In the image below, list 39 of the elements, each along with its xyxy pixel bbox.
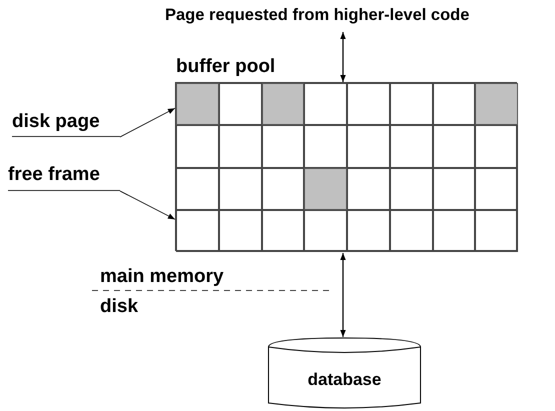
leader-line — [120, 108, 176, 138]
region-label: disk — [100, 296, 138, 318]
empty-frame — [304, 125, 347, 168]
empty-frame — [176, 125, 219, 168]
empty-frame — [432, 210, 476, 252]
occupied-frame — [475, 83, 518, 126]
occupied-frame — [262, 83, 304, 126]
empty-frame — [262, 210, 304, 252]
empty-frame — [218, 125, 262, 168]
empty-frame — [262, 125, 304, 168]
empty-frame — [432, 125, 476, 168]
empty-frame — [347, 83, 390, 126]
empty-frame — [176, 168, 219, 210]
empty-frame — [390, 210, 432, 252]
double-arrow — [340, 32, 346, 82]
region-label: main memory — [100, 266, 224, 288]
double-arrow — [340, 253, 346, 337]
occupied-frame — [304, 168, 347, 210]
empty-frame — [390, 125, 432, 168]
empty-frame — [304, 210, 347, 252]
empty-frame — [475, 168, 518, 210]
leader-line — [120, 190, 176, 220]
empty-frame — [347, 125, 390, 168]
leader-text: disk page — [12, 111, 120, 137]
leader-text: free frame — [8, 164, 120, 191]
empty-frame — [432, 168, 476, 210]
empty-frame — [475, 125, 518, 168]
empty-frame — [390, 83, 432, 126]
empty-frame — [347, 210, 390, 252]
request-text: Page requested from higher-level code — [165, 6, 555, 30]
empty-frame — [218, 210, 262, 252]
database-cylinder — [268, 337, 421, 409]
empty-frame — [475, 210, 518, 252]
empty-frame — [390, 168, 432, 210]
empty-frame — [176, 210, 219, 252]
database-label: database — [306, 370, 382, 390]
occupied-frame — [176, 83, 219, 126]
empty-frame — [218, 168, 262, 210]
grid-heading: buffer pool — [176, 56, 276, 78]
